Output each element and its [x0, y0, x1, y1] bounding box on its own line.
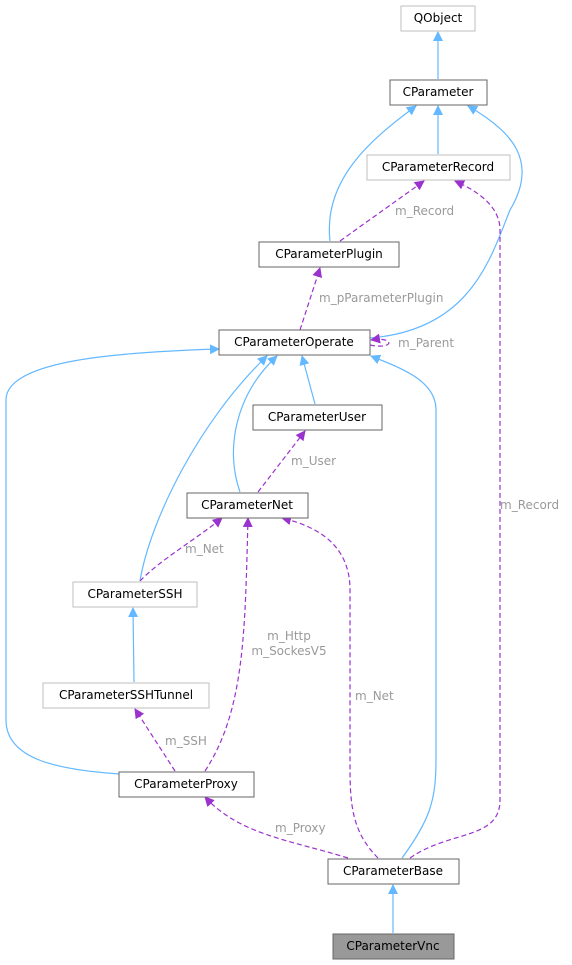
edge-operate-plugin	[299, 267, 322, 331]
member-edges	[134, 180, 501, 859]
edge-operate-parent-loop	[369, 333, 390, 347]
node-cparameternet-label: CParameterNet	[201, 498, 293, 512]
node-cparametervnc-label: CParameterVnc	[346, 939, 439, 953]
edge-plugin-record	[339, 180, 425, 242]
node-cparameter-label: CParameter	[403, 85, 474, 99]
node-cparameterproxy-label: CParameterProxy	[134, 777, 238, 791]
label-plugin-record: m_Record	[395, 204, 454, 218]
edge-user-to-operate	[299, 355, 316, 405]
node-cparametersshtunnel[interactable]: CParameterSSHTunnel	[42, 682, 210, 709]
edge-base-to-operate	[370, 354, 437, 859]
edge-ssh-to-operate	[139, 355, 268, 582]
node-cparametervnc[interactable]: CParameterVnc	[332, 933, 455, 960]
edge-proxy-tunnel	[134, 708, 176, 772]
label-operate-parent: m_Parent	[398, 336, 454, 350]
node-cparameterrecord-label: CParameterRecord	[382, 160, 494, 174]
node-cparameterbase[interactable]: CParameterBase	[327, 858, 460, 885]
label-proxy-net-http: m_Http	[267, 629, 311, 643]
label-base-net: m_Net	[355, 689, 394, 703]
node-cparameterplugin[interactable]: CParameterPlugin	[258, 241, 400, 268]
edge-operate-to-cparameter	[369, 105, 523, 339]
node-qobject-label: QObject	[414, 11, 463, 25]
label-operate-plugin: m_pParameterPlugin	[319, 291, 443, 305]
node-cparameteruser[interactable]: CParameterUser	[252, 404, 383, 431]
edge-ssh-net	[139, 517, 223, 582]
node-cparameterplugin-label: CParameterPlugin	[275, 247, 383, 261]
node-cparameternet[interactable]: CParameterNet	[186, 492, 309, 519]
edge-base-net	[281, 515, 379, 859]
node-qobject[interactable]: QObject	[400, 5, 476, 32]
label-proxy-tunnel: m_SSH	[165, 734, 207, 748]
edge-base-record	[409, 180, 501, 859]
node-cparameterssh-label: CParameterSSH	[87, 587, 182, 601]
edge-net-to-operate	[232, 355, 278, 493]
node-cparameteroperate[interactable]: CParameterOperate	[218, 329, 371, 356]
inheritance-edges	[5, 31, 523, 933]
node-cparametersshtunnel-label: CParameterSSHTunnel	[59, 688, 193, 702]
node-cparameterproxy[interactable]: CParameterProxy	[118, 771, 255, 798]
label-net-user: m_User	[291, 454, 336, 468]
node-cparameterssh[interactable]: CParameterSSH	[72, 581, 198, 608]
label-ssh-net: m_Net	[185, 542, 224, 556]
node-cparameter[interactable]: CParameter	[389, 79, 488, 106]
edge-sshtunnel-to-ssh	[128, 607, 139, 683]
label-base-proxy: m_Proxy	[275, 821, 326, 835]
edge-proxy-net	[204, 517, 253, 772]
label-base-record: m_Record	[500, 498, 559, 512]
edge-proxy-to-operate	[5, 344, 220, 775]
edge-plugin-to-cparameter	[328, 105, 417, 242]
node-cparameterrecord[interactable]: CParameterRecord	[366, 154, 511, 181]
edge-labels: m_Record m_pParameterPlugin m_Parent m_U…	[165, 204, 559, 835]
node-cparameteroperate-label: CParameterOperate	[234, 335, 354, 349]
node-cparameterbase-label: CParameterBase	[343, 864, 443, 878]
node-cparameteruser-label: CParameterUser	[268, 410, 366, 424]
label-proxy-net-sockes: m_SockesV5	[251, 644, 326, 658]
edge-base-proxy	[204, 796, 349, 859]
edge-net-user	[257, 430, 306, 493]
